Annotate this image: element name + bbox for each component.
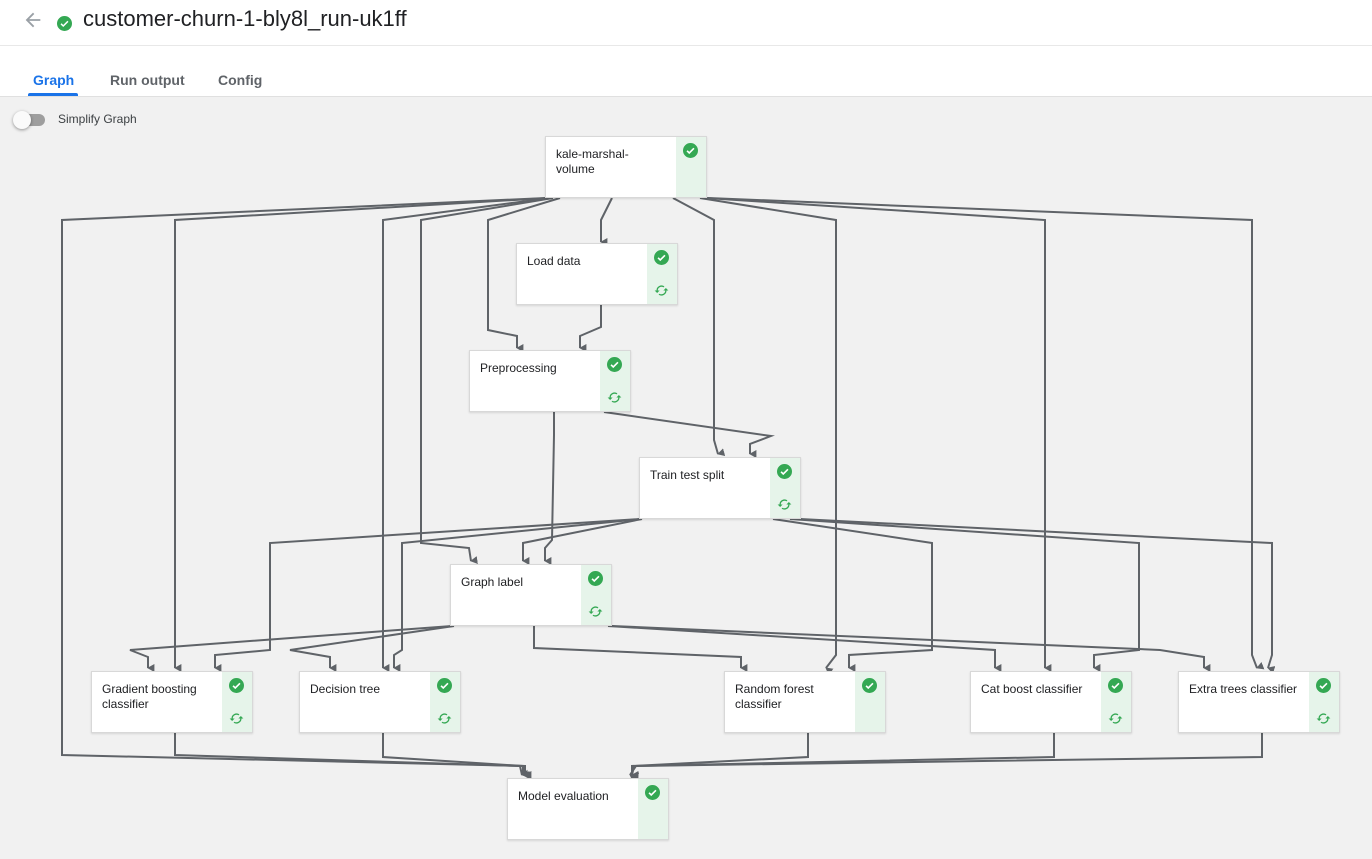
- node-label: Random forest classifier: [735, 682, 814, 711]
- node-status-panel: [638, 779, 668, 839]
- tab-bar: Graph Run output Config: [0, 46, 1372, 97]
- node-preprocessing[interactable]: Preprocessing: [469, 350, 631, 412]
- node-graph-label[interactable]: Graph label: [450, 564, 612, 626]
- tab-graph[interactable]: Graph: [33, 72, 75, 88]
- node-label: Load data: [527, 254, 581, 268]
- edge-marshal-to-train-test-split: [672, 197, 726, 457]
- node-label: Graph label: [461, 575, 524, 589]
- cached-refresh-icon: [654, 285, 669, 296]
- edge-split-to-decision-tree: [393, 518, 642, 672]
- cached-refresh-icon: [588, 606, 603, 617]
- edge-random-forest-to-evaluation: [631, 733, 809, 779]
- check-circle-icon: [1108, 678, 1123, 693]
- node-status-panel: [1309, 672, 1339, 732]
- edge-marshal-to-random-forest: [699, 197, 837, 676]
- check-circle-icon: [1316, 678, 1331, 693]
- node-label: Train test split: [650, 468, 725, 482]
- edge-split-to-graph-label: [522, 518, 643, 565]
- tab-run-output[interactable]: Run output: [110, 72, 185, 88]
- edge-cat-boost-to-evaluation: [631, 733, 1055, 781]
- edge-marshal-to-preprocessing: [487, 197, 561, 352]
- cached-refresh-icon: [229, 713, 244, 724]
- edge-preprocessing-to-graph-label: [544, 412, 555, 565]
- node-kale-marshal-volume[interactable]: kale-marshal-volume: [545, 136, 707, 198]
- edge-gradient-boosting-to-evaluation: [174, 733, 530, 778]
- edge-extra-trees-to-evaluation: [629, 733, 1263, 782]
- node-status-panel: [1101, 672, 1131, 732]
- edge-split-to-random-forest: [772, 518, 933, 672]
- node-gradient-boosting-classifier[interactable]: Gradient boosting classifier: [91, 671, 253, 733]
- edge-marshal-to-graph-label: [420, 197, 554, 564]
- node-random-forest-classifier[interactable]: Random forest classifier: [724, 671, 886, 733]
- node-status-panel: [770, 458, 800, 518]
- node-label: Cat boost classifier: [981, 682, 1083, 696]
- graph-edges: [61, 197, 1276, 782]
- check-circle-icon: [862, 678, 877, 693]
- edge-marshal-to-load-data: [600, 197, 613, 246]
- node-label: Extra trees classifier: [1189, 682, 1298, 696]
- node-cat-boost-classifier[interactable]: Cat boost classifier: [970, 671, 1132, 733]
- edge-preprocessing-to-train-test-split: [603, 411, 775, 458]
- node-model-evaluation[interactable]: Model evaluation: [507, 778, 669, 840]
- active-tab-indicator: [28, 93, 78, 96]
- simplify-graph-toggle[interactable]: [13, 111, 47, 129]
- cached-refresh-icon: [437, 713, 452, 724]
- edge-graph-label-to-decision-tree: [289, 625, 455, 672]
- edge-marshal-to-decision-tree: [382, 197, 551, 672]
- edge-graph-label-to-gradient-boosting: [129, 625, 453, 672]
- node-status-panel: [600, 351, 630, 411]
- edge-graph-label-to-cat-boost: [607, 625, 1002, 672]
- node-status-panel: [676, 137, 706, 197]
- node-status-panel: [581, 565, 611, 625]
- edge-graph-label-to-random-forest: [533, 626, 748, 672]
- check-circle-icon: [777, 464, 792, 479]
- node-label: kale-marshal-volume: [556, 147, 629, 176]
- toggle-thumb: [13, 111, 31, 129]
- edge-split-to-gradient-boosting: [214, 518, 641, 672]
- edge-marshal-to-model-evaluation: [61, 197, 547, 779]
- check-circle-icon: [654, 250, 669, 265]
- back-arrow-icon[interactable]: [22, 9, 44, 31]
- edge-marshal-to-extra-trees: [707, 197, 1265, 670]
- node-label: Preprocessing: [480, 361, 557, 375]
- cached-refresh-icon: [1108, 713, 1123, 724]
- node-status-panel: [647, 244, 677, 304]
- node-label: Model evaluation: [518, 789, 609, 803]
- cached-refresh-icon: [777, 499, 792, 510]
- edge-marshal-to-cat-boost: [705, 197, 1052, 672]
- edge-load-data-to-preprocessing: [579, 305, 602, 352]
- check-circle-icon: [645, 785, 660, 800]
- edge-split-to-extra-trees: [799, 518, 1276, 674]
- check-circle-icon: [588, 571, 603, 586]
- node-status-panel: [430, 672, 460, 732]
- run-success-icon: [57, 16, 72, 31]
- node-label: Decision tree: [310, 682, 381, 696]
- simplify-graph-label: Simplify Graph: [58, 112, 137, 126]
- check-circle-icon: [683, 143, 698, 158]
- tab-config[interactable]: Config: [218, 72, 263, 88]
- node-label: Gradient boosting classifier: [102, 682, 197, 711]
- node-decision-tree[interactable]: Decision tree: [299, 671, 461, 733]
- node-train-test-split[interactable]: Train test split: [639, 457, 801, 519]
- node-extra-trees-classifier[interactable]: Extra trees classifier: [1178, 671, 1340, 733]
- node-status-panel: [222, 672, 252, 732]
- edge-marshal-to-gradient-boosting: [174, 197, 549, 672]
- check-circle-icon: [437, 678, 452, 693]
- cached-refresh-icon: [607, 392, 622, 403]
- edge-decision-tree-to-evaluation: [382, 733, 530, 779]
- edge-graph-label-to-extra-trees: [611, 625, 1211, 672]
- edge-split-to-cat-boost: [789, 518, 1140, 672]
- node-load-data[interactable]: Load data: [516, 243, 678, 305]
- node-status-panel: [855, 672, 885, 732]
- page-title: customer-churn-1-bly8l_run-uk1ff: [83, 6, 407, 31]
- page-header: customer-churn-1-bly8l_run-uk1ff: [0, 0, 1372, 46]
- check-circle-icon: [229, 678, 244, 693]
- cached-refresh-icon: [1316, 713, 1331, 724]
- graph-canvas[interactable]: Simplify Graph: [0, 97, 1372, 859]
- check-circle-icon: [607, 357, 622, 372]
